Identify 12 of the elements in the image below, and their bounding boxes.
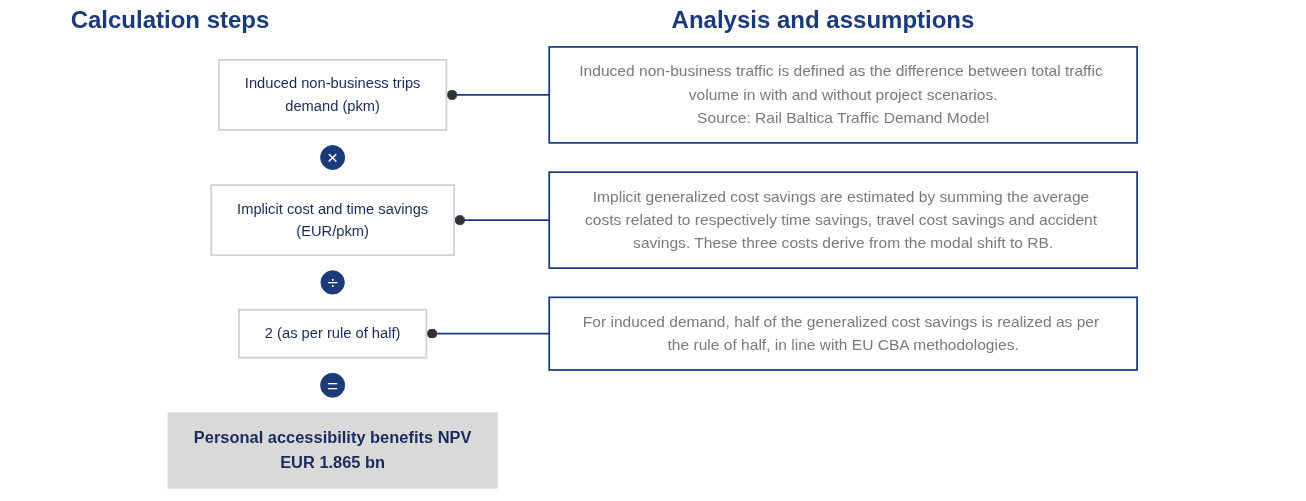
node-circle: ÷	[321, 270, 346, 295]
node-box: Implicit generalized cost savings are estimated by summing the average costs related to respectively time savings, travel cost savings and accident savings. These three costs derive from the modal shift to RB.	[548, 171, 1139, 269]
node-box: Implicit cost and time savings (EUR/pkm)	[210, 184, 456, 256]
node-box: Personal accessibility benefits NPV EUR 1.865 bn	[168, 412, 499, 489]
column-heading: Calculation steps	[69, 6, 271, 34]
node-box: Induced non-business traffic is defined as the difference between total traffic volume in with and without project scenarios. Source: Rail Baltica Traffic Demand Model	[548, 46, 1139, 144]
node-circle: =	[320, 372, 346, 398]
node-box: For induced demand, half of the generalized cost savings is realized as per the rule of half, in line with EU CBA methodologies.	[548, 296, 1139, 371]
node-box: 2 (as per rule of half)	[238, 308, 428, 359]
node-box: Induced non-business trips demand (pkm)	[218, 59, 448, 131]
node-circle: ×	[320, 145, 346, 170]
column-heading: Analysis and assumptions	[670, 6, 976, 34]
